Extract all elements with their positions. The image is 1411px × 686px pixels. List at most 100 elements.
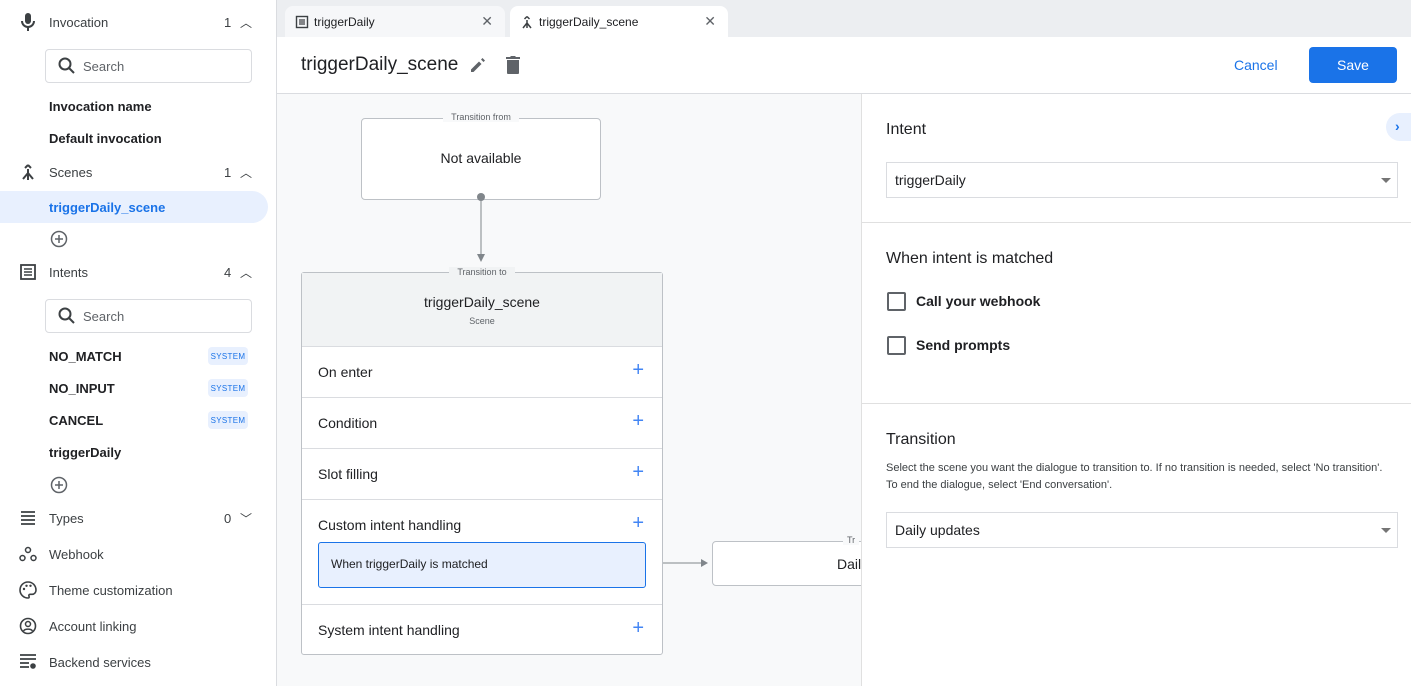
- intent-select[interactable]: triggerDaily: [886, 162, 1398, 198]
- call-webhook-label: Call your webhook: [916, 293, 1041, 309]
- intents-search-input[interactable]: [83, 308, 233, 324]
- section-backend[interactable]: Backend services: [0, 646, 276, 678]
- section-label: Intents: [49, 264, 89, 280]
- collapse-panel-chevron-right-icon[interactable]: ›: [1386, 113, 1411, 141]
- divider: [862, 222, 1411, 223]
- transition-select-value: Daily updates: [895, 522, 980, 538]
- intent-handler-card[interactable]: When triggerDaily is matched: [318, 542, 646, 588]
- add-intent-icon[interactable]: [50, 476, 68, 494]
- row-system-intent-handling[interactable]: System intent handling +: [302, 604, 662, 655]
- scene-merge-icon: [522, 15, 532, 28]
- invocation-search[interactable]: [45, 49, 252, 83]
- scene-merge-icon: [18, 162, 38, 182]
- call-webhook-checkbox[interactable]: [887, 292, 906, 311]
- section-label: Backend services: [49, 654, 151, 670]
- add-scene-icon[interactable]: [50, 230, 68, 248]
- row-label: Custom intent handling: [318, 517, 462, 533]
- save-button[interactable]: Save: [1309, 47, 1397, 83]
- intent-item[interactable]: NO_INPUT: [49, 381, 115, 396]
- section-label: Invocation: [49, 14, 109, 30]
- dropdown-arrow-icon: [1381, 178, 1391, 183]
- intent-item[interactable]: triggerDaily: [49, 445, 122, 460]
- transition-to-legend: Transition to: [449, 267, 515, 277]
- add-icon[interactable]: +: [632, 512, 644, 534]
- default-invocation-item[interactable]: Default invocation: [49, 131, 162, 146]
- list-icon: [18, 262, 38, 282]
- chevron-up-icon[interactable]: ︿: [240, 165, 253, 180]
- intent-item[interactable]: CANCEL: [49, 413, 104, 428]
- row-label: On enter: [318, 364, 373, 380]
- row-slot-filling[interactable]: Slot filling +: [302, 448, 662, 499]
- section-count: 1: [224, 14, 232, 30]
- section-count: 0: [224, 510, 232, 526]
- intents-search[interactable]: [45, 299, 252, 333]
- row-label: Slot filling: [318, 466, 378, 482]
- editor-header: triggerDaily_scene Cancel Save: [277, 37, 1411, 94]
- account-circle-icon: [18, 616, 38, 636]
- search-icon: [58, 57, 75, 74]
- section-webhook[interactable]: Webhook: [0, 538, 276, 570]
- lines-icon: [18, 508, 38, 528]
- section-label: Webhook: [49, 546, 104, 562]
- add-icon[interactable]: +: [632, 461, 644, 483]
- section-types[interactable]: Types 0 ﹀: [0, 502, 276, 534]
- scene-subtitle: Scene: [469, 316, 495, 326]
- search-icon: [58, 307, 75, 324]
- edit-pencil-icon[interactable]: [469, 56, 487, 74]
- section-count: 1: [224, 164, 232, 180]
- scene-item-label: triggerDaily_scene: [49, 200, 166, 215]
- transition-target-box[interactable]: Tr Dail: [712, 535, 861, 586]
- intent-item[interactable]: NO_MATCH: [49, 349, 122, 364]
- divider: [862, 403, 1411, 404]
- scene-canvas: Transition from Not available Transition…: [277, 94, 861, 686]
- close-icon[interactable]: ✕: [481, 13, 493, 29]
- chevron-up-icon[interactable]: ︿: [240, 15, 253, 30]
- microphone-icon: [18, 12, 38, 32]
- system-badge: SYSTEM: [208, 411, 248, 429]
- tab-triggerdaily-scene[interactable]: triggerDaily_scene ✕: [510, 6, 728, 37]
- tab-label: triggerDaily: [314, 14, 375, 29]
- delete-trash-icon[interactable]: [506, 56, 520, 74]
- section-label: Types: [49, 510, 84, 526]
- intent-heading: Intent: [886, 121, 927, 138]
- dropdown-arrow-icon: [1381, 528, 1391, 533]
- transition-from-legend: Transition from: [443, 112, 519, 122]
- system-badge: SYSTEM: [208, 379, 248, 397]
- palette-icon: [18, 580, 38, 600]
- transition-select[interactable]: Daily updates: [886, 512, 1398, 548]
- add-icon[interactable]: +: [632, 359, 644, 381]
- cancel-button[interactable]: Cancel: [1234, 57, 1278, 73]
- chevron-up-icon[interactable]: ︿: [240, 265, 253, 280]
- invocation-name-item[interactable]: Invocation name: [49, 99, 152, 114]
- section-invocation[interactable]: Invocation 1 ︿: [0, 6, 276, 38]
- transition-description: Select the scene you want the dialogue t…: [886, 462, 1383, 491]
- chevron-down-icon[interactable]: ﹀: [240, 511, 253, 526]
- row-label: Condition: [318, 415, 378, 431]
- section-label: Scenes: [49, 164, 93, 180]
- tab-triggerdaily[interactable]: triggerDaily ✕: [285, 6, 505, 37]
- page-title: triggerDaily_scene: [301, 54, 459, 75]
- transition-from-value: Not available: [440, 150, 522, 166]
- row-condition[interactable]: Condition +: [302, 397, 662, 448]
- section-theme[interactable]: Theme customization: [0, 574, 276, 606]
- send-prompts-label: Send prompts: [916, 337, 1011, 353]
- system-badge: SYSTEM: [208, 347, 248, 365]
- send-prompts-checkbox[interactable]: [887, 336, 906, 355]
- intent-select-value: triggerDaily: [895, 172, 966, 188]
- section-label: Theme customization: [49, 582, 173, 598]
- section-scenes[interactable]: Scenes 1 ︿: [0, 156, 276, 188]
- invocation-search-input[interactable]: [83, 58, 233, 74]
- row-custom-intent-handling[interactable]: Custom intent handling + When triggerDail…: [302, 499, 662, 604]
- close-icon[interactable]: ✕: [704, 13, 716, 29]
- backend-settings-icon: [18, 652, 38, 672]
- row-label: System intent handling: [318, 622, 460, 638]
- transition-heading: Transition: [886, 431, 956, 448]
- scene-box: Transition to triggerDaily_scene Scene O…: [301, 267, 663, 655]
- row-on-enter[interactable]: On enter +: [302, 346, 662, 397]
- add-icon[interactable]: +: [632, 410, 644, 432]
- section-account-linking[interactable]: Account linking: [0, 610, 276, 642]
- add-icon[interactable]: +: [632, 617, 644, 639]
- scene-item-selected[interactable]: triggerDaily_scene: [0, 191, 268, 223]
- transition-from-box: Transition from Not available: [361, 112, 601, 200]
- section-intents[interactable]: Intents 4 ︿: [0, 256, 276, 288]
